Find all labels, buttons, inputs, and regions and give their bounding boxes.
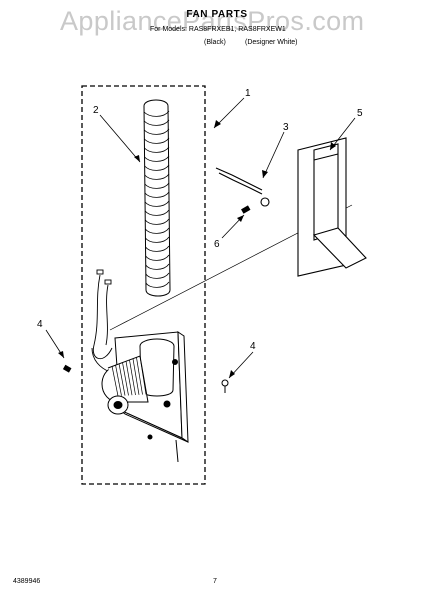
callout-fan-assembly: 1 xyxy=(245,88,251,99)
watermark: AppliancePartsPros.com xyxy=(60,6,365,36)
wire-harness xyxy=(91,269,113,373)
page-number: 7 xyxy=(213,578,217,585)
callout-clamp-screw: 6 xyxy=(214,239,220,250)
assembly-boundary xyxy=(81,85,206,485)
hose-clamp xyxy=(215,167,270,207)
callout-clamp: 3 xyxy=(283,122,289,133)
document-number: 4389946 xyxy=(13,578,41,585)
variant-black: (Black) xyxy=(204,39,226,46)
model-list: For Models: RAS8FRXEB1, RAS8FRXEW1 xyxy=(150,26,286,33)
callout-screw-left: 4 xyxy=(37,319,43,330)
leader-arrowheads xyxy=(58,120,336,378)
screw-left xyxy=(62,364,72,373)
callout-hose: 2 xyxy=(93,105,99,116)
flexible-hose xyxy=(143,99,171,297)
screw-clamp xyxy=(241,205,251,214)
fan-motor xyxy=(107,395,129,415)
variant-designer-white: (Designer White) xyxy=(245,39,298,46)
blower-wheel xyxy=(101,355,149,403)
callout-duct: 5 xyxy=(357,108,363,119)
fan-motor-assembly xyxy=(101,331,189,463)
exhaust-duct xyxy=(297,137,367,277)
diagram-title: FAN PARTS xyxy=(186,9,248,20)
callout-screw-right: 4 xyxy=(250,341,256,352)
screw-right xyxy=(221,379,229,393)
